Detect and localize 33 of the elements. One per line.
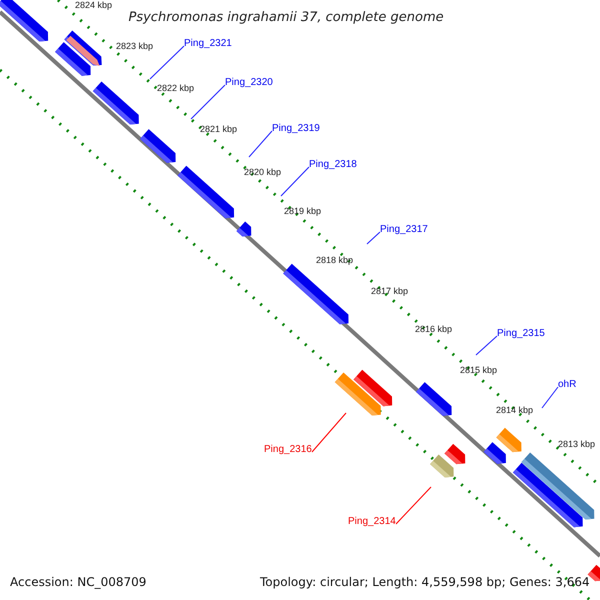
tick-label: 2818 kbp (316, 256, 354, 265)
gene-label: Ping_2316 (264, 445, 312, 455)
leader-line (248, 130, 272, 158)
gene-label: Ping_2315 (497, 329, 545, 339)
gene-label: Ping_2318 (309, 160, 357, 170)
tick-label: 2819 kbp (284, 207, 322, 216)
title: Psychromonas ingrahamii 37, complete genome (128, 11, 444, 24)
tick-label: 2817 kbp (371, 287, 408, 296)
gene-label: Ping_2321 (184, 39, 232, 49)
leader-line (476, 336, 498, 356)
gene-label: ohR (558, 380, 576, 390)
leader-line (312, 412, 346, 452)
tick-label: 2823 kbp (116, 42, 154, 51)
leader-line (396, 486, 432, 524)
leader-line (542, 386, 558, 408)
gene-label: Ping_2320 (225, 78, 273, 88)
leader-line (190, 84, 226, 120)
tick-label: 2822 kbp (157, 84, 194, 93)
tick-label: 2813 kbp (558, 440, 596, 449)
tick-label: 2816 kbp (415, 325, 452, 334)
leader-line (366, 232, 380, 244)
leader-line (280, 166, 310, 196)
tick-label: 2815 kbp (460, 366, 498, 375)
footer-text: Accession: NC_008709 (10, 576, 146, 588)
gene-label: Ping_2317 (380, 225, 428, 235)
gene-label: Ping_2319 (272, 124, 320, 134)
tick-label: 2821 kbp (200, 125, 238, 134)
tick-label: 2824 kbp (75, 1, 112, 10)
tick-label: 2814 kbp (496, 406, 534, 415)
footer-text: Topology: circular; Length: 4,559,598 bp; Genes: 3,664 (260, 576, 590, 588)
leader-line (150, 46, 184, 80)
tick-label: 2820 kbp (244, 168, 282, 177)
gene-label: Ping_2314 (348, 517, 396, 527)
